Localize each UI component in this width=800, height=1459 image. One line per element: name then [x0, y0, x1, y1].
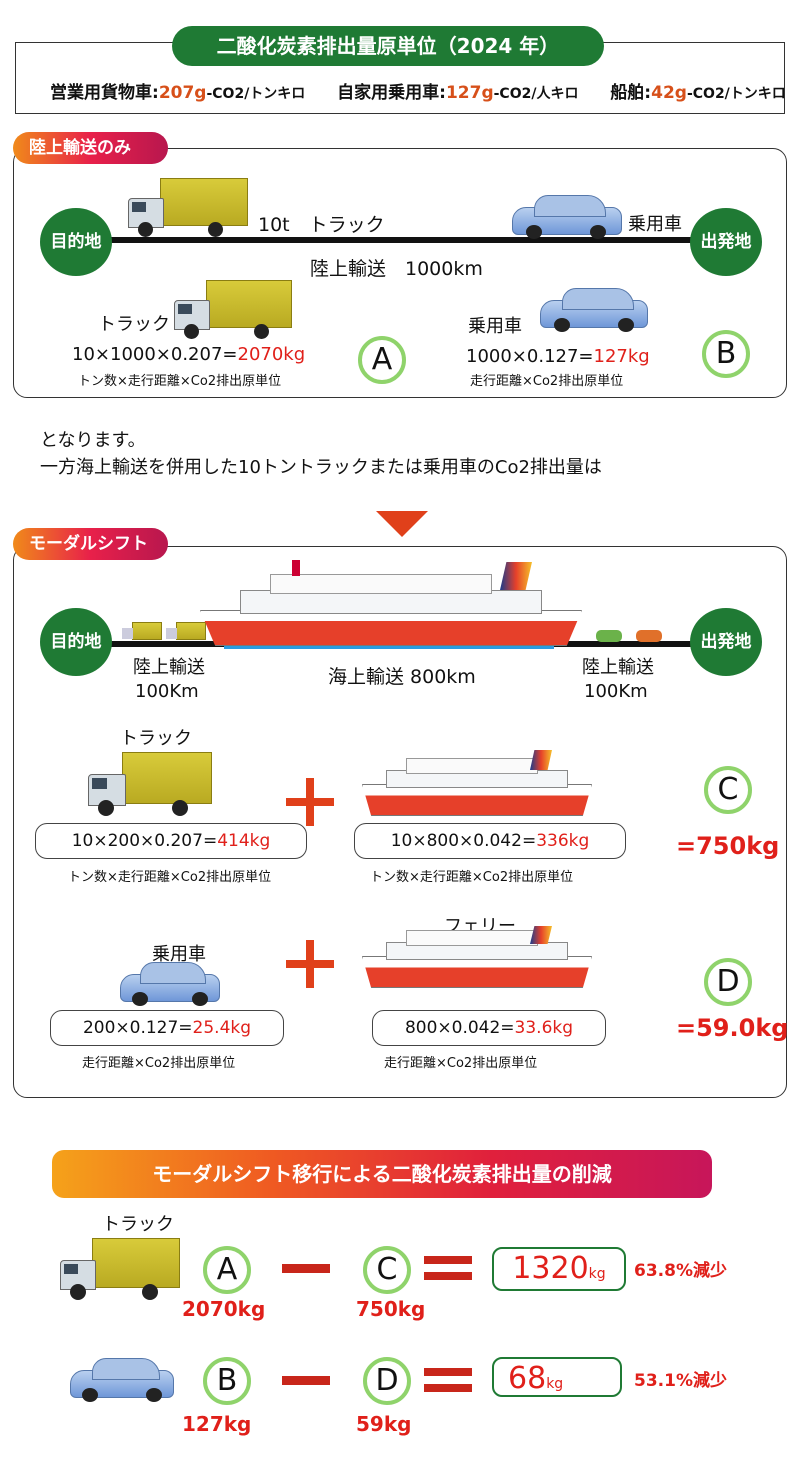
reduction-b-badge: B — [203, 1357, 251, 1405]
land-section-box — [13, 148, 787, 398]
land-destination: 目的地 — [40, 208, 112, 276]
modal-origin: 出発地 — [690, 608, 762, 676]
reduction-title: モーダルシフト移行による二酸化炭素排出量の削減 — [52, 1150, 712, 1198]
c-total: =750kg — [676, 832, 780, 860]
modal-destination: 目的地 — [40, 608, 112, 676]
b-formula: 1000×0.127=127kg — [466, 346, 650, 367]
reduction-pct-2: 53.1%減少 — [634, 1371, 727, 1391]
land-route-line — [80, 237, 740, 243]
d-formula-1: 200×0.127=25.4kg — [50, 1010, 284, 1046]
modal-section-box — [13, 546, 787, 1098]
reduction-pct-1: 63.8%減少 — [634, 1261, 727, 1281]
ferry-illustration — [200, 560, 582, 646]
result-box-2: 68kg — [492, 1357, 622, 1397]
letter-a-badge: A — [358, 336, 406, 384]
port-cars-icon — [588, 626, 680, 644]
d-ferry-illustration — [362, 926, 592, 988]
result-box-1: 1320kg — [492, 1247, 626, 1291]
intro-line-1: となります。 — [40, 430, 146, 451]
d-car-illustration — [120, 960, 220, 1006]
letter-d-badge: D — [704, 958, 752, 1006]
b-note: 走行距離×Co2排出原単位 — [470, 374, 624, 389]
a-title: トラック — [98, 314, 170, 335]
d-total: =59.0kg — [676, 1014, 789, 1042]
land-car-label: 乗用車 — [628, 214, 682, 235]
a-truck-illustration — [174, 280, 292, 340]
reduction-c-badge: C — [363, 1246, 411, 1294]
down-arrow-icon — [376, 511, 428, 537]
reduction-car-illustration — [70, 1356, 174, 1402]
c-title: トラック — [120, 728, 192, 749]
d-plus-icon-vertical — [306, 940, 314, 988]
small-trucks-icon — [122, 622, 206, 644]
equals-icon-lower — [424, 1272, 472, 1280]
b-title: 乗用車 — [468, 316, 522, 337]
b-car-illustration — [540, 286, 648, 332]
c-formula-1: 10×200×0.207=414kg — [35, 823, 307, 859]
minus-icon — [282, 1264, 330, 1273]
land-route-label: 陸上輸送 1000km — [310, 258, 483, 280]
land-truck-label: 10t トラック — [258, 214, 385, 236]
left-route-label: 陸上輸送 100Km — [133, 657, 205, 702]
modal-tab: モーダルシフト — [13, 528, 168, 560]
reduction-truck-illustration — [60, 1238, 180, 1300]
reduction-d-value: 59kg — [356, 1412, 412, 1436]
reduction-a-badge: A — [203, 1246, 251, 1294]
reduction-truck-label: トラック — [102, 1214, 174, 1235]
right-route-label: 陸上輸送 100Km — [582, 657, 654, 702]
d-note-1: 走行距離×Co2排出原単位 — [82, 1056, 236, 1071]
c-truck-illustration — [88, 752, 212, 816]
reduction-c-value: 750kg — [356, 1297, 426, 1321]
truck-illustration — [128, 178, 248, 238]
equals-icon — [424, 1256, 472, 1264]
sea-route-label: 海上輸送 800km — [328, 666, 476, 688]
header-title: 二酸化炭素排出量原単位（2024 年） — [172, 26, 604, 66]
land-tab: 陸上輸送のみ — [13, 132, 168, 164]
a-note: トン数×走行距離×Co2排出原単位 — [78, 374, 282, 389]
c-formula-2: 10×800×0.042=336kg — [354, 823, 626, 859]
emission-units: 営業用貨物車:207g-CO2/トンキロ 自家用乗用車:127g-CO2/人キロ… — [50, 83, 786, 103]
c-note-1: トン数×走行距離×Co2排出原単位 — [68, 870, 272, 885]
c-note-2: トン数×走行距離×Co2排出原単位 — [370, 870, 574, 885]
car-illustration — [512, 193, 622, 239]
c-ferry-illustration — [362, 748, 592, 816]
intro-line-2: 一方海上輸送を併用した10トントラックまたは乗用車のCo2排出量は — [40, 457, 602, 478]
letter-b-badge: B — [702, 330, 750, 378]
letter-c-badge: C — [704, 766, 752, 814]
a-formula: 10×1000×0.207=2070kg — [72, 344, 306, 365]
reduction-b-value: 127kg — [182, 1412, 252, 1436]
d-formula-2: 800×0.042=33.6kg — [372, 1010, 606, 1046]
c-plus-icon-vertical — [306, 778, 314, 826]
equals-icon-2-lower — [424, 1384, 472, 1392]
reduction-a-value: 2070kg — [182, 1297, 266, 1321]
d-title: 乗用車 — [152, 944, 206, 965]
land-origin: 出発地 — [690, 208, 762, 276]
reduction-d-badge: D — [363, 1357, 411, 1405]
equals-icon-2 — [424, 1368, 472, 1376]
minus-icon-2 — [282, 1376, 330, 1385]
d-note-2: 走行距離×Co2排出原単位 — [384, 1056, 538, 1071]
